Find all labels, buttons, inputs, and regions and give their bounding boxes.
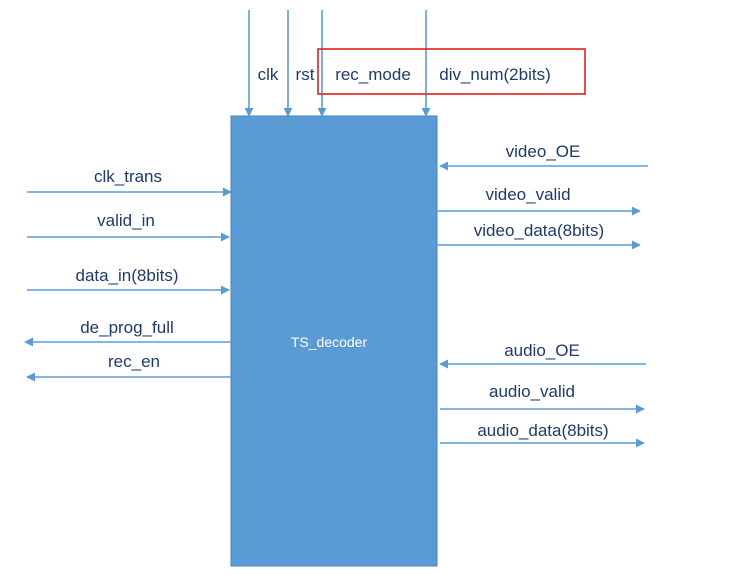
rst-label: rst: [296, 65, 315, 84]
video-oe-label: video_OE: [506, 142, 581, 161]
audio-valid-label: audio_valid: [489, 382, 575, 401]
data-in-label: data_in(8bits): [75, 266, 178, 285]
de-prog-full-label: de_prog_full: [80, 318, 174, 337]
div-num-label: div_num(2bits): [439, 65, 551, 84]
rec-en-label: rec_en: [108, 352, 160, 371]
clk-trans-label: clk_trans: [94, 167, 162, 186]
ts-decoder-block: [230, 115, 438, 567]
highlight-box: [317, 48, 586, 95]
audio-data-label: audio_data(8bits): [477, 421, 608, 440]
valid-in-label: valid_in: [97, 211, 155, 230]
ts-decoder-label: TS_decoder: [291, 334, 368, 350]
video-data-label: video_data(8bits): [474, 221, 604, 240]
rec-mode-label: rec_mode: [335, 65, 411, 84]
video-valid-label: video_valid: [485, 185, 570, 204]
clk-label: clk: [258, 65, 279, 84]
audio-oe-label: audio_OE: [504, 341, 580, 360]
